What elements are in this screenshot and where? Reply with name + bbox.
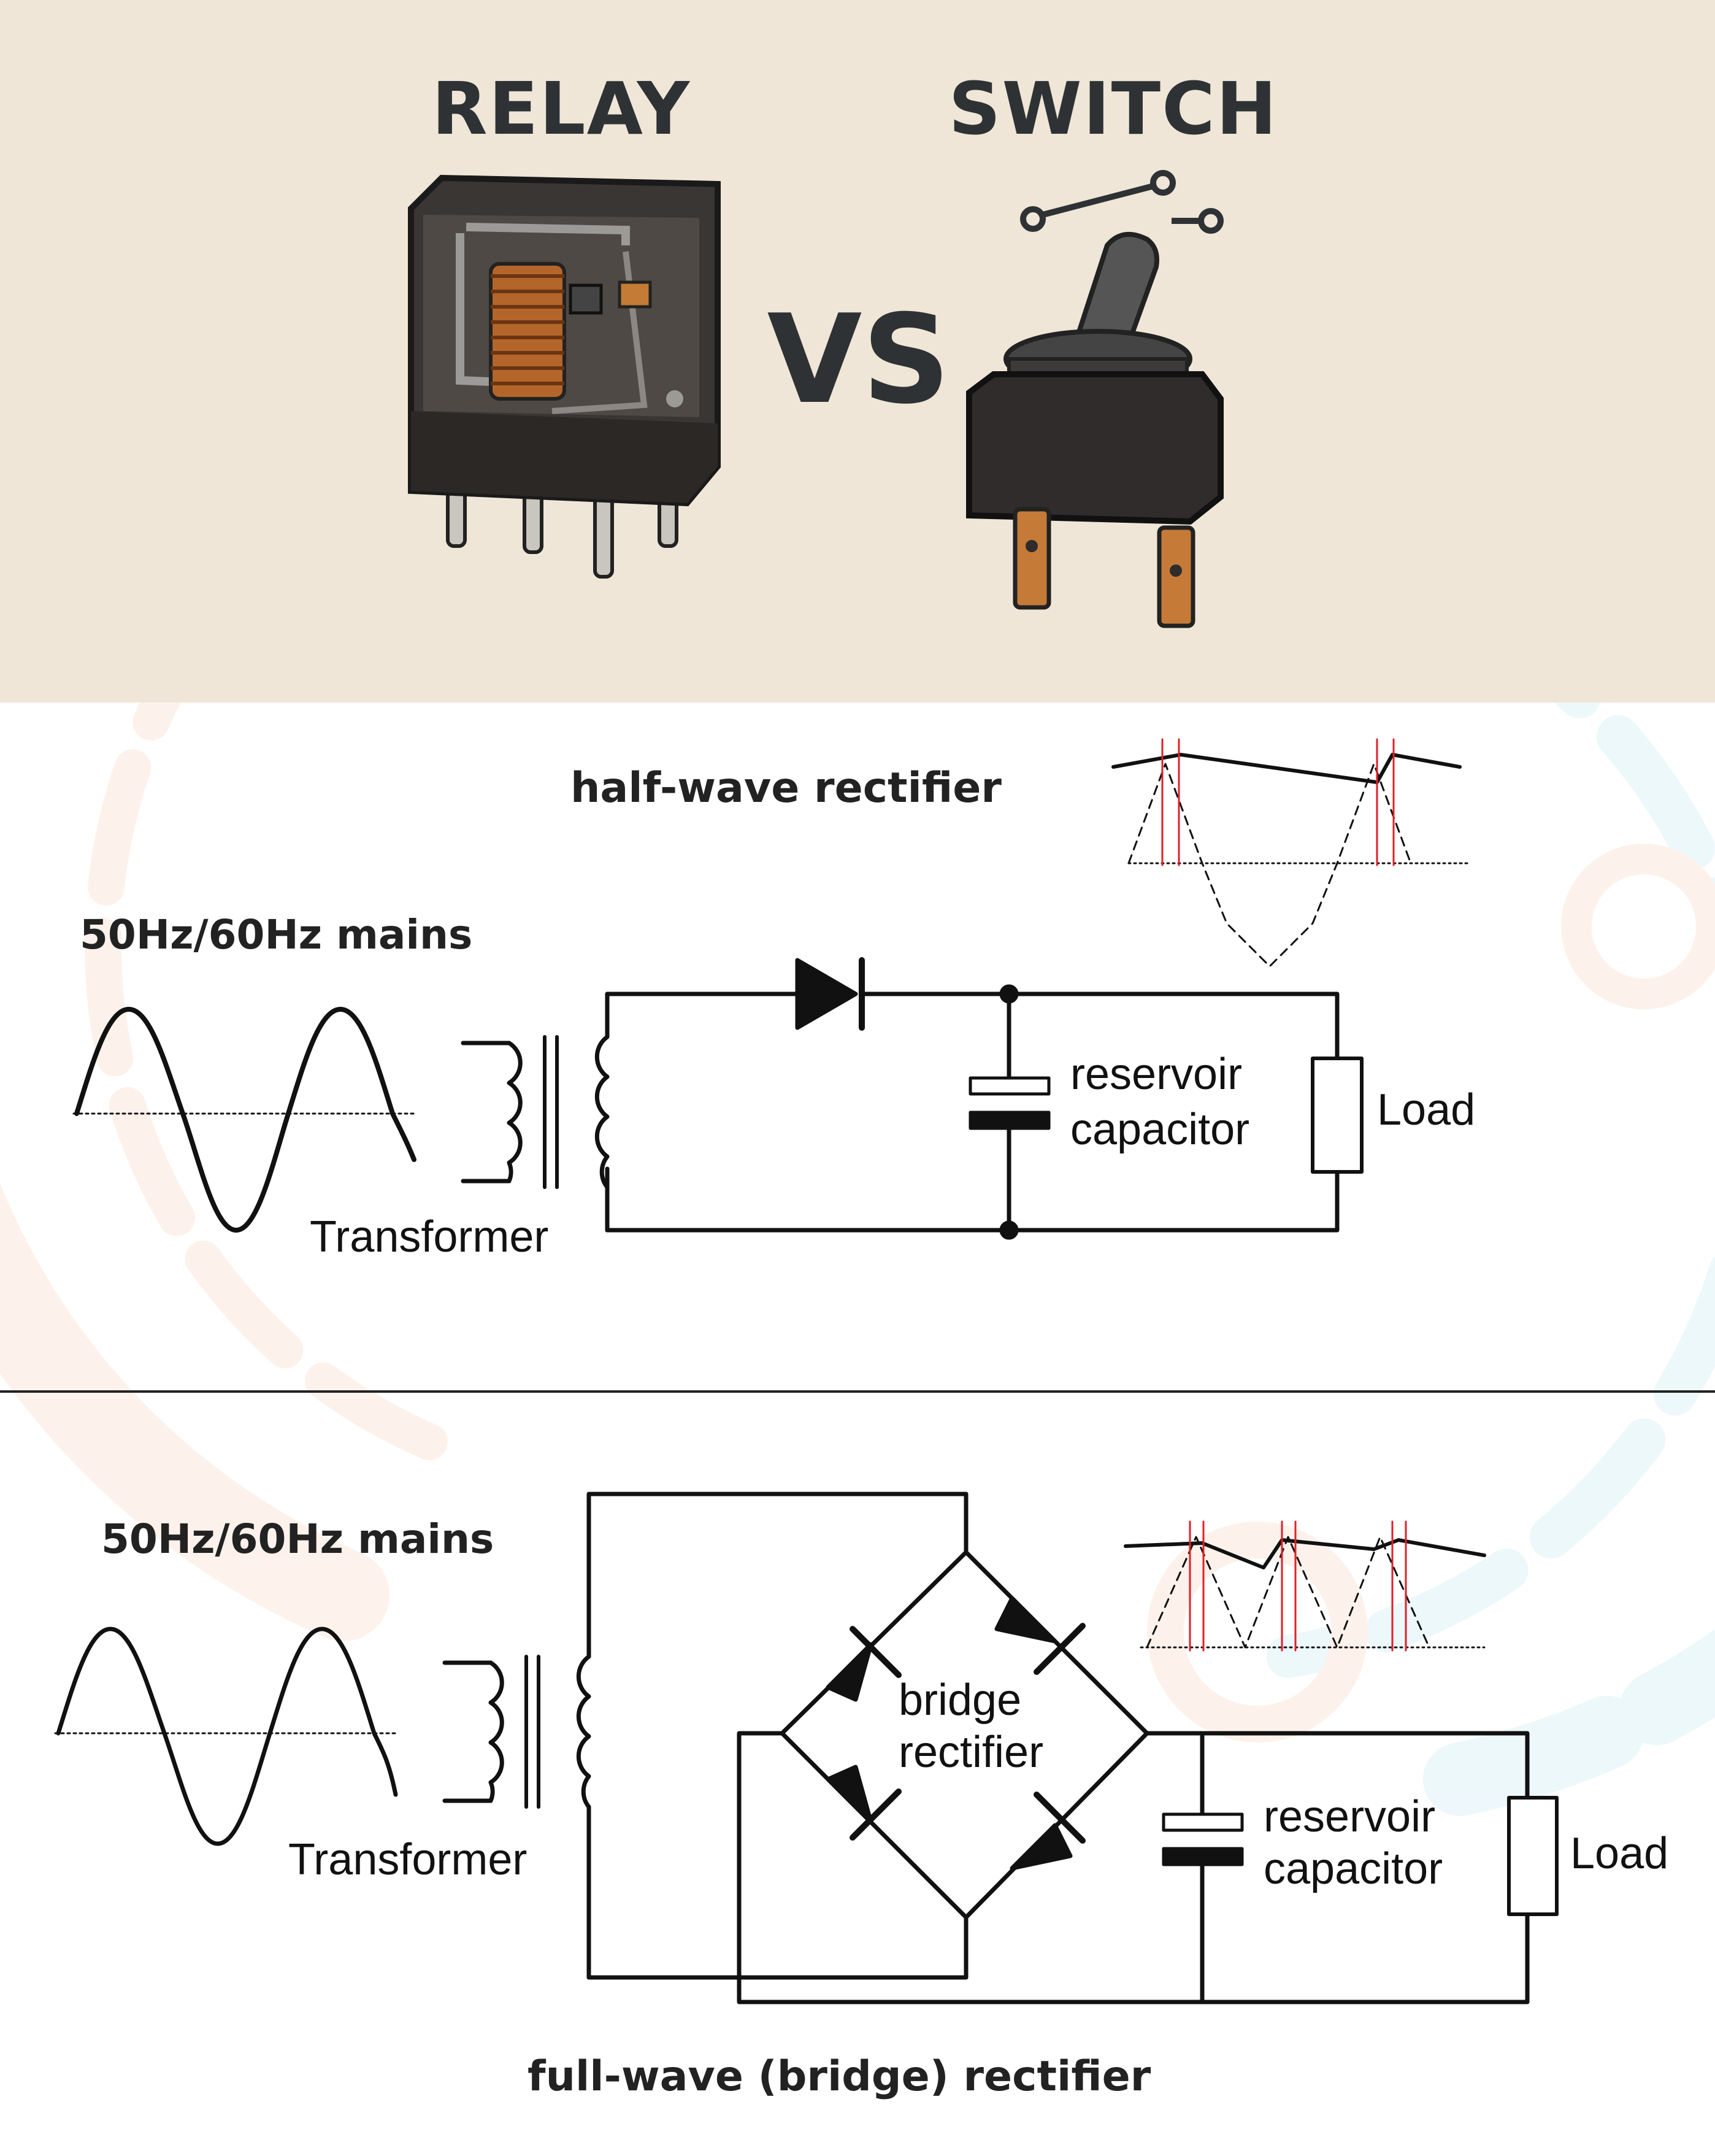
toggle-switch-icon xyxy=(966,170,1224,628)
half-wave-capacitor-label-line2: capacitor xyxy=(1070,1105,1250,1154)
diode-symbol xyxy=(795,957,865,1031)
full-wave-capacitor-label-line2: capacitor xyxy=(1264,1844,1443,1893)
transformer-primary xyxy=(461,1041,523,1184)
load-resistor xyxy=(1311,1057,1364,1174)
transformer-secondary xyxy=(594,991,610,1233)
full-wave-circuit xyxy=(54,1492,1559,2004)
half-wave-capacitor-label-line1: reservoir xyxy=(1070,1050,1243,1099)
capacitor-plate-positive xyxy=(969,1076,1051,1096)
bridge-label-line2: rectifier xyxy=(899,1728,1044,1777)
half-wave-load-label: Load xyxy=(1377,1085,1476,1134)
bridge-diode-top-right xyxy=(994,1596,1086,1675)
load-resistor-fw xyxy=(1507,1796,1559,1916)
relay-heading: RELAY xyxy=(431,66,691,151)
vs-label: VS xyxy=(767,288,951,431)
section-divider xyxy=(0,1390,1715,1393)
half-wave-transformer-label: Transformer xyxy=(310,1212,549,1261)
mains-sine-wave-fw xyxy=(56,1627,398,1846)
capacitor-plate-positive-fw xyxy=(1162,1812,1244,1832)
bottom-wire xyxy=(605,1166,1340,1233)
capacitor-plate-negative-fw xyxy=(1162,1847,1244,1866)
full-wave-capacitor-label-line1: reservoir xyxy=(1264,1792,1436,1841)
full-wave-transformer-label: Transformer xyxy=(288,1835,528,1884)
full-wave-ripple-graph xyxy=(1124,1536,1486,1649)
half-wave-mains-label: 50Hz/60Hz mains xyxy=(80,911,473,958)
full-wave-load-label: Load xyxy=(1570,1829,1669,1878)
rectifier-circuits xyxy=(54,738,1559,2004)
bridge-diode-bottom-right xyxy=(1010,1792,1086,1871)
switch-heading: SWITCH xyxy=(948,66,1278,151)
comparison-header-panel xyxy=(0,0,1715,703)
capacitor-plate-negative xyxy=(969,1111,1051,1130)
bridge-label-line1: bridge xyxy=(899,1676,1022,1725)
half-wave-title: half-wave rectifier xyxy=(570,764,1002,812)
relay-icon xyxy=(408,174,721,579)
transformer-primary-fw xyxy=(442,1660,504,1803)
full-wave-mains-label: 50Hz/60Hz mains xyxy=(101,1515,494,1563)
mains-sine-wave xyxy=(74,1007,416,1233)
bridge-diode-bottom-left xyxy=(826,1765,902,1841)
half-wave-ripple-graph xyxy=(1111,753,1470,968)
half-wave-circuit xyxy=(72,738,1470,1240)
bridge-diode-top-left xyxy=(826,1626,902,1702)
full-wave-title: full-wave (bridge) rectifier xyxy=(528,2052,1151,2101)
